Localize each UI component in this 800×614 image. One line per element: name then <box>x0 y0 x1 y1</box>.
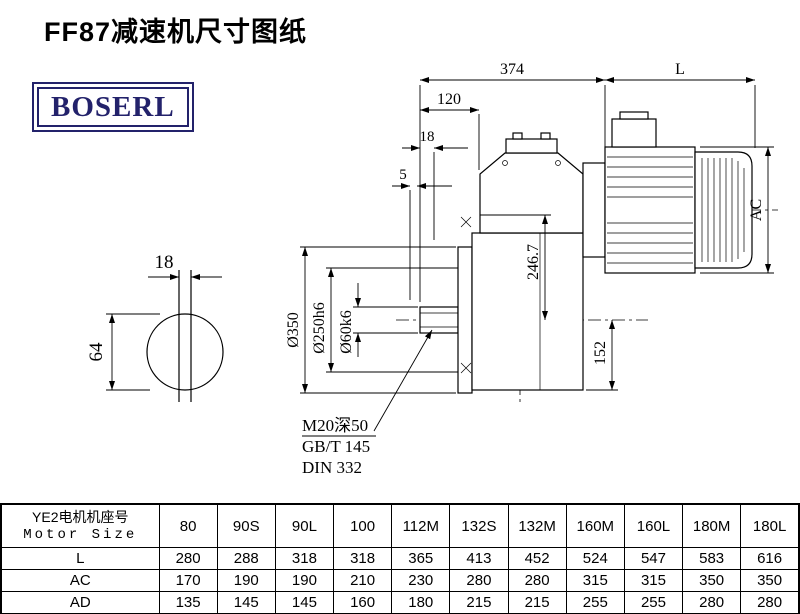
table-cell: 318 <box>274 547 335 570</box>
motor-adapter <box>582 162 606 258</box>
col-80: 80 <box>158 503 218 548</box>
dim-dia250h6: Ø250h6 <box>311 302 328 354</box>
motor-fins <box>607 156 693 264</box>
table-row: L 280 288 318 318 365 413 452 524 547 58… <box>0 547 800 570</box>
table-cell: 280 <box>682 591 742 614</box>
table-cell: 616 <box>740 547 800 570</box>
table-cell: 255 <box>623 591 684 614</box>
motor-size-header: YE2电机机座号 Motor Size <box>0 503 160 548</box>
col-160M: 160M <box>565 503 625 548</box>
row-label-AD: AD <box>0 591 160 614</box>
motor-body <box>604 146 696 274</box>
col-90S: 90S <box>216 503 276 548</box>
table-cell: 145 <box>216 591 276 614</box>
dim-374: 374 <box>500 61 524 78</box>
table-row: AC 170 190 190 210 230 280 280 315 315 3… <box>0 569 800 592</box>
col-132M: 132M <box>507 503 567 548</box>
brand-logo-text: BOSERL <box>37 87 189 127</box>
table-cell: 452 <box>507 547 567 570</box>
col-112M: 112M <box>391 503 451 548</box>
col-100: 100 <box>333 503 393 548</box>
table-cell: 365 <box>391 547 451 570</box>
dim-120: 120 <box>437 91 461 108</box>
brand-logo: BOSERL <box>32 82 194 132</box>
table-cell: 315 <box>623 569 684 592</box>
standard-gbt145: GB/T 145 <box>302 437 370 456</box>
motor-size-header-en: Motor Size <box>23 527 138 543</box>
dim-18: 18 <box>420 129 435 145</box>
table-cell: 350 <box>740 569 800 592</box>
dim-dia60k6: Ø60k6 <box>338 310 355 354</box>
table-cell: 280 <box>507 569 567 592</box>
motor-size-table: YE2电机机座号 Motor Size 80 90S 90L 100 112M … <box>0 503 800 614</box>
output-shaft <box>419 306 459 334</box>
col-132S: 132S <box>449 503 509 548</box>
mounting-flange <box>457 246 473 394</box>
technical-drawing: 18 64 <box>86 61 778 477</box>
flange-bolt-marks <box>460 216 472 374</box>
dim-key-height-64: 64 <box>86 342 107 362</box>
fan-cover <box>694 151 753 269</box>
col-180M: 180M <box>682 503 742 548</box>
table-cell: 288 <box>216 547 276 570</box>
row-label-L: L <box>0 547 160 570</box>
table-cell: 180 <box>391 591 451 614</box>
keyway-lines <box>178 270 192 402</box>
upper-housing <box>479 152 584 234</box>
table-cell: 280 <box>740 591 800 614</box>
table-cell: 255 <box>565 591 625 614</box>
dimensions: 374 L 120 18 5 AC 246.7 152 <box>285 61 774 477</box>
dim-key-width-18: 18 <box>155 252 174 273</box>
table-cell: 318 <box>333 547 393 570</box>
terminal-box <box>611 118 657 148</box>
motor-size-header-cn: YE2电机机座号 <box>32 509 129 525</box>
motor-size-table-wrap: YE2电机机座号 Motor Size 80 90S 90L 100 112M … <box>0 503 800 614</box>
page-title: FF87减速机尺寸图纸 <box>44 17 308 47</box>
extension-lines <box>300 85 774 394</box>
tap-annotation: M20深50 <box>302 416 368 435</box>
table-cell: 230 <box>391 569 451 592</box>
dim-5: 5 <box>399 167 407 183</box>
table-cell: 215 <box>449 591 509 614</box>
table-cell: 160 <box>333 591 393 614</box>
table-cell: 190 <box>274 569 335 592</box>
table-cell: 350 <box>682 569 742 592</box>
table-row: AD 135 145 145 160 180 215 215 255 255 2… <box>0 591 800 614</box>
housing-top-cap <box>505 138 558 154</box>
table-cell: 215 <box>507 591 567 614</box>
table-cell: 170 <box>158 569 218 592</box>
standard-din332: DIN 332 <box>302 458 362 477</box>
table-cell: 145 <box>274 591 335 614</box>
dim-dia350: Ø350 <box>285 312 302 348</box>
dim-152: 152 <box>592 341 609 365</box>
table-cell: 135 <box>158 591 218 614</box>
table-cell: 413 <box>449 547 509 570</box>
col-90L: 90L <box>274 503 335 548</box>
table-cell: 210 <box>333 569 393 592</box>
col-180L: 180L <box>740 503 800 548</box>
table-cell: 280 <box>449 569 509 592</box>
table-cell: 315 <box>565 569 625 592</box>
table-cell: 583 <box>682 547 742 570</box>
col-160L: 160L <box>623 503 684 548</box>
row-label-AC: AC <box>0 569 160 592</box>
dim-246-7: 246.7 <box>525 244 542 280</box>
table-cell: 280 <box>158 547 218 570</box>
table-cell: 190 <box>216 569 276 592</box>
shaft-section-view: 18 64 <box>86 252 224 402</box>
table-header-row: YE2电机机座号 Motor Size 80 90S 90L 100 112M … <box>0 503 800 548</box>
gearbox-motor-view <box>396 111 778 404</box>
table-cell: 547 <box>623 547 684 570</box>
dim-AC: AC <box>748 199 765 221</box>
dim-L: L <box>675 61 685 78</box>
fan-grille <box>701 158 745 262</box>
table-cell: 524 <box>565 547 625 570</box>
